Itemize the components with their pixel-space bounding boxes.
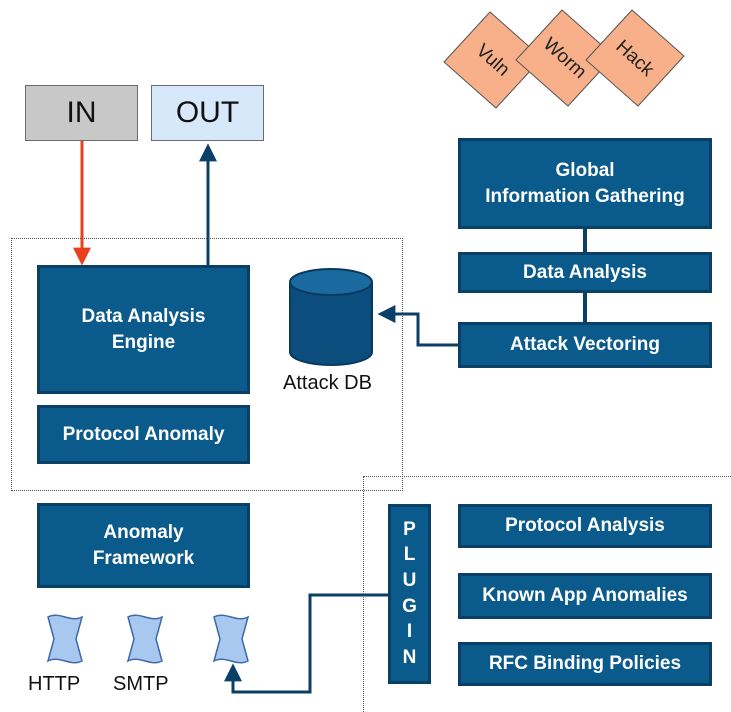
http-label: HTTP [28,673,81,695]
threat-tag-hack-icon: Hack [585,9,685,107]
protocol-analysis-label: Protocol Analysis [505,515,665,537]
plugin-letter-n: N [402,647,417,669]
attack-db-cylinder-icon [289,268,373,366]
anomaly-framework-box: Anomaly Framework [37,503,250,588]
plugin-letter-p: P [403,518,416,540]
plugin-letter-l: L [403,544,416,566]
engine-line2: Engine [111,331,176,353]
rfc-binding-policies-box: RFC Binding Policies [458,642,712,686]
plugin-letter-g: G [402,595,417,617]
out-box: OUT [151,85,264,141]
attack-vectoring-box: Attack Vectoring [458,322,712,368]
protocol-anomaly-box: Protocol Anomaly [37,405,250,464]
known-app-anomalies-label: Known App Anomalies [482,585,688,607]
plugin-letter-i: I [406,621,413,643]
engine-line1: Data Analysis [81,305,206,327]
smtp-scroll-icon [126,614,164,664]
global-line2: Information Gathering [485,185,685,207]
data-analysis-box: Data Analysis [458,252,712,293]
engine-group-border [11,238,403,491]
in-box: IN [25,85,138,141]
threat-tag-vuln-icon: Vuln [443,11,543,109]
in-label: IN [66,96,97,129]
plugin-column: P L U G I N [388,504,431,684]
protocol-anomaly-label: Protocol Anomaly [62,423,225,445]
vectoring-to-db-arrow [377,305,460,347]
out-label: OUT [175,96,240,129]
global-information-gathering-box: Global Information Gathering [458,138,712,229]
smtp-label: SMTP [113,673,169,695]
attack-db-label: Attack DB [283,372,372,394]
rfc-binding-policies-label: RFC Binding Policies [488,653,682,675]
anomaly-framework-line2: Framework [92,547,195,569]
attack-vectoring-label: Attack Vectoring [510,334,660,356]
data-analysis-engine-box: Data Analysis Engine [37,265,250,394]
protocol-analysis-box: Protocol Analysis [458,504,712,548]
known-app-anomalies-box: Known App Anomalies [458,573,712,619]
plugin-to-protocol-arrow [224,593,388,694]
plugin-group-border [363,476,731,712]
plugin-protocol-scroll-icon [212,614,250,664]
anomaly-framework-line1: Anomaly [103,521,184,543]
global-line1: Global [555,159,615,181]
threat-tag-worm-icon: Worm [515,9,615,107]
http-scroll-icon [46,614,84,664]
data-analysis-label: Data Analysis [523,261,647,283]
plugin-letter-u: U [402,570,417,592]
